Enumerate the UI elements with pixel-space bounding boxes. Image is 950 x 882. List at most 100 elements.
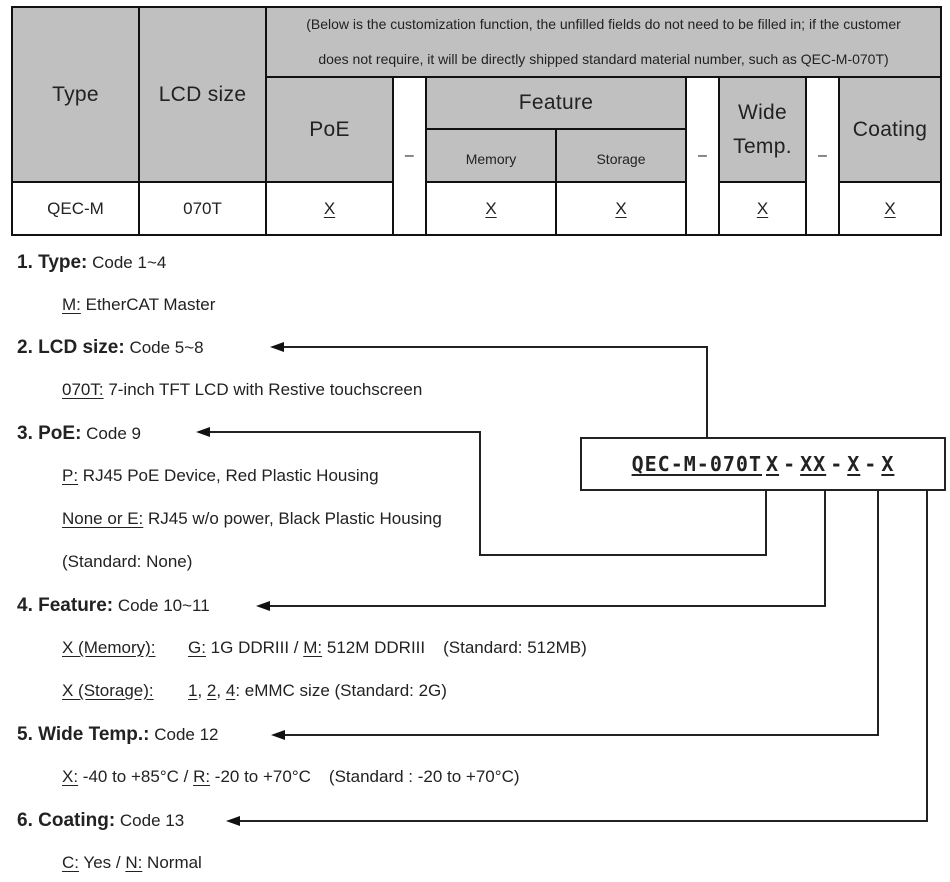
separator-dash-2: – xyxy=(686,77,719,235)
storage-key-1: 1 xyxy=(188,681,198,700)
option-text: -20 to +70°C xyxy=(210,767,311,786)
section-code: Code 12 xyxy=(154,725,219,744)
storage-sep: , xyxy=(216,681,226,700)
coating-x: X xyxy=(884,198,896,218)
option-key-n: N: xyxy=(125,853,143,872)
wide-temp-options: X: -40 to +85°C / R: -20 to +70°C(Standa… xyxy=(62,767,520,787)
section-title: 5. Wide Temp.: xyxy=(17,724,150,745)
storage-sep: , xyxy=(197,681,207,700)
table-border xyxy=(805,76,807,236)
poe-option-p: P: RJ45 PoE Device, Red Plastic Housing xyxy=(62,466,379,486)
section-title: 3. PoE: xyxy=(17,423,82,444)
value-lcd-size: 070T xyxy=(139,182,266,235)
option-key-r: R: xyxy=(193,767,211,786)
wide-temp-line-2: Temp. xyxy=(733,134,792,158)
table-border xyxy=(839,181,942,183)
note-line-2: does not require, it will be directly sh… xyxy=(318,51,889,67)
header-type: Type xyxy=(12,7,139,182)
section-code: Code 1~4 xyxy=(92,253,167,272)
arrow-head-lcd xyxy=(270,342,284,352)
separator-dash-1: – xyxy=(393,77,426,235)
option-key: M: xyxy=(62,295,81,314)
code-wide-temp: X xyxy=(847,452,861,476)
option-text: Yes / xyxy=(79,853,126,872)
memory-text-g: 1G DDRIII / xyxy=(205,638,304,657)
option-key-x: X: xyxy=(62,767,79,786)
arrow-head-feature xyxy=(256,601,270,611)
section-wide-temp-heading: 5. Wide Temp.: Code 12 xyxy=(17,724,219,746)
code-poe: X xyxy=(766,452,780,476)
coating-options: C: Yes / N: Normal xyxy=(62,853,202,873)
table-border xyxy=(138,6,140,236)
type-option-m: M: EtherCAT Master xyxy=(62,295,215,315)
table-border xyxy=(719,181,806,183)
feature-memory-line: X (Memory):G: 1G DDRIII / M: 512M DDRIII… xyxy=(62,638,587,658)
option-text: -40 to +85°C / xyxy=(78,767,194,786)
value-wide-temp: X xyxy=(719,182,806,235)
code-sep-1: - xyxy=(783,452,797,476)
storage-x: X xyxy=(615,198,627,218)
value-storage: X xyxy=(556,182,686,235)
table-border xyxy=(12,6,942,8)
option-text: Normal xyxy=(142,853,202,872)
table-border xyxy=(12,181,393,183)
section-feature-heading: 4. Feature: Code 10~11 xyxy=(17,595,210,617)
part-number-code-box: QEC-M-070T X - XX - X - X xyxy=(580,437,946,491)
poe-x: X xyxy=(323,198,336,218)
option-text: RJ45 w/o power, Black Plastic Housing xyxy=(143,509,442,528)
table-border xyxy=(940,6,942,236)
section-title: 2. LCD size: xyxy=(17,337,125,358)
option-key: None or E: xyxy=(62,509,144,528)
storage-key-2: 2 xyxy=(206,681,217,700)
separator-dash-3: – xyxy=(806,77,839,235)
header-memory: Memory xyxy=(426,129,556,182)
section-poe-heading: 3. PoE: Code 9 xyxy=(17,423,141,445)
table-border xyxy=(555,128,557,236)
wide-temp-line-1: Wide xyxy=(737,100,788,124)
lcd-option-070t: 070T: 7-inch TFT LCD with Restive touchs… xyxy=(62,380,422,400)
value-type: QEC-M xyxy=(12,182,139,235)
header-coating: Coating xyxy=(839,77,941,182)
option-text: RJ45 PoE Device, Red Plastic Housing xyxy=(78,466,379,485)
section-code: Code 5~8 xyxy=(129,338,204,357)
option-key: 070T: xyxy=(62,380,104,399)
feature-storage-line: X (Storage):1, 2, 4: eMMC size (Standard… xyxy=(62,681,447,701)
header-feature: Feature xyxy=(426,77,686,129)
section-coating-heading: 6. Coating: Code 13 xyxy=(17,810,184,832)
table-border xyxy=(425,76,427,236)
option-text: 7-inch TFT LCD with Restive touchscreen xyxy=(103,380,423,399)
poe-standard: (Standard: None) xyxy=(62,552,192,572)
table-border xyxy=(685,76,687,236)
section-title: 1. Type: xyxy=(17,252,88,273)
header-wide-temp: Wide Temp. xyxy=(719,77,806,182)
table-border xyxy=(838,76,840,236)
section-lcd-heading: 2. LCD size: Code 5~8 xyxy=(17,337,204,359)
code-feature: XX xyxy=(800,452,827,476)
code-coating: X xyxy=(881,452,895,476)
option-key-c: C: xyxy=(62,853,79,872)
option-text: (Standard: None) xyxy=(62,552,193,571)
value-poe: X xyxy=(266,182,393,235)
section-title: 6. Coating: xyxy=(17,810,116,831)
arrow-head-wide-temp xyxy=(271,730,285,740)
value-coating: X xyxy=(839,182,941,235)
section-code: Code 10~11 xyxy=(117,596,210,615)
storage-key-4: 4 xyxy=(225,681,236,700)
table-border xyxy=(392,76,394,236)
header-poe: PoE xyxy=(266,77,393,182)
code-sep-3: - xyxy=(864,452,878,476)
code-base: QEC-M-070T xyxy=(631,452,763,476)
table-border xyxy=(718,76,720,236)
arrow-head-coating xyxy=(226,816,240,826)
section-code: Code 13 xyxy=(119,811,185,830)
memory-x: X xyxy=(485,198,497,218)
header-customization-note: (Below is the customization function, th… xyxy=(266,7,941,77)
option-text: EtherCAT Master xyxy=(80,295,216,314)
arrow-head-poe xyxy=(196,427,210,437)
memory-label: X (Memory): xyxy=(62,638,156,657)
header-lcd-size: LCD size xyxy=(139,7,266,182)
table-border xyxy=(265,6,267,236)
table-border xyxy=(266,76,942,78)
poe-option-none-or-e: None or E: RJ45 w/o power, Black Plastic… xyxy=(62,509,442,529)
